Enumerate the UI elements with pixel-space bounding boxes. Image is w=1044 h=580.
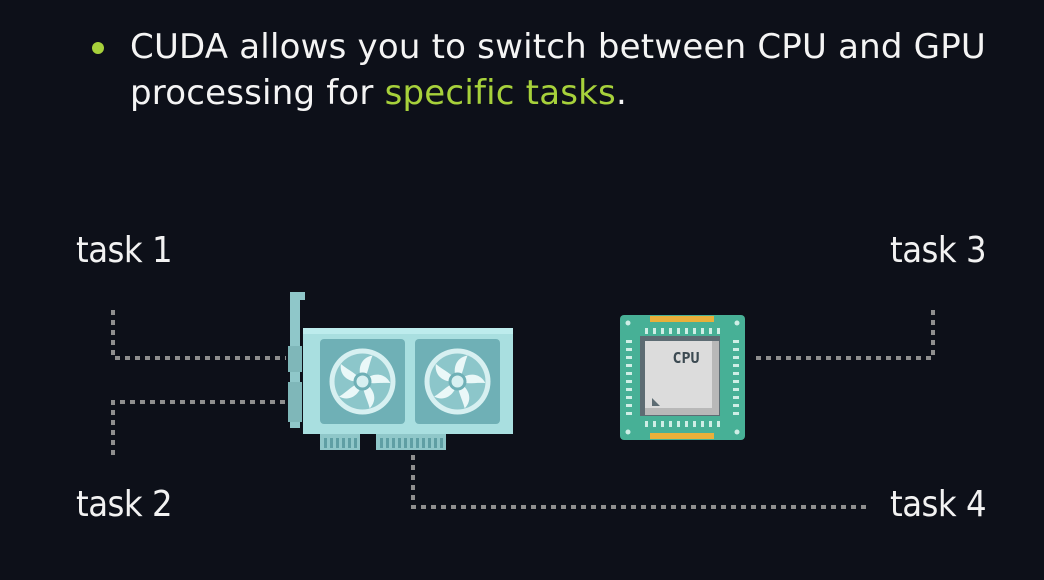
bullet-point: CUDA allows you to switch between CPU an… <box>92 24 992 116</box>
connector-task4-gpu <box>411 455 866 509</box>
connector-task1-gpu <box>111 310 286 360</box>
connector-lines <box>111 310 935 509</box>
gpu-fan-right-icon <box>424 348 491 415</box>
bullet-text-main: CUDA allows you to switch between CPU an… <box>130 27 986 113</box>
graphics-card-icon <box>288 292 513 450</box>
cpu-label: CPU <box>672 349 699 367</box>
task-1-label: task 1 <box>76 230 173 271</box>
bullet-text-end: . <box>615 73 627 113</box>
bullet-highlight: specific tasks <box>384 73 616 113</box>
bullet-dot-icon <box>92 42 104 54</box>
connector-task3-cpu <box>752 310 935 360</box>
task-2-label: task 2 <box>76 484 173 525</box>
connector-task2-gpu <box>111 400 286 455</box>
processor-chip-icon: CPU <box>620 315 745 440</box>
task-4-label: task 4 <box>890 484 987 525</box>
task-3-label: task 3 <box>890 230 987 271</box>
bullet-text: CUDA allows you to switch between CPU an… <box>130 24 992 116</box>
gpu-fan-left-icon <box>329 348 396 415</box>
